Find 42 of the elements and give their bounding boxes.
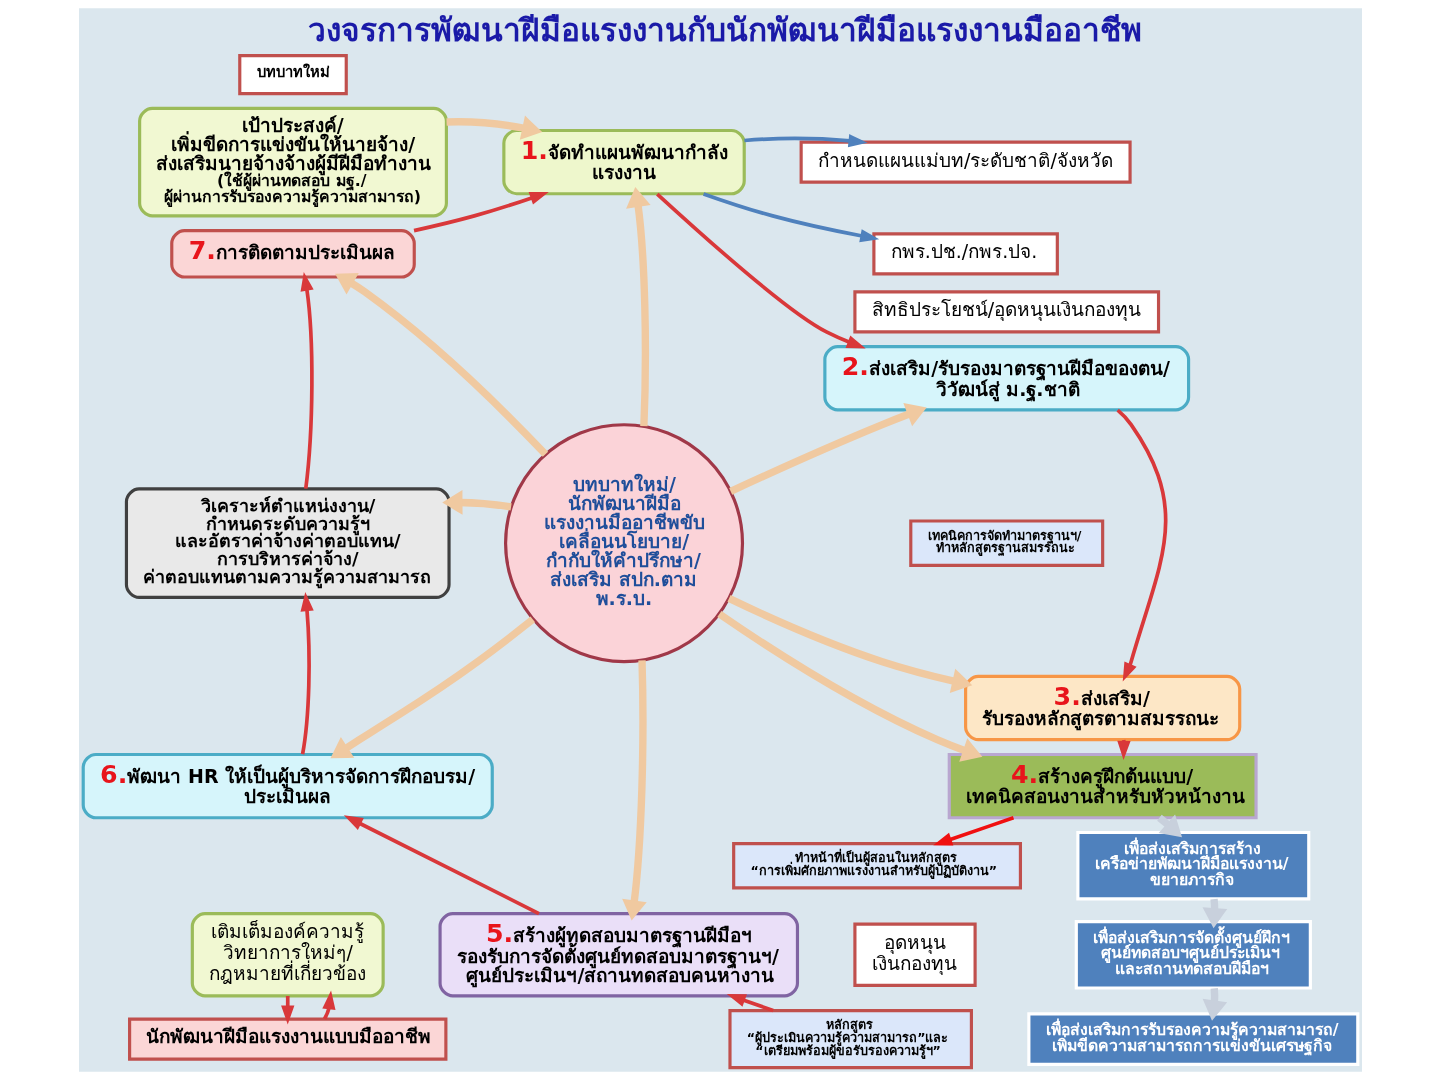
arrow [334,273,548,457]
node-box: 6.พัฒนา HR ให้เป็นผู้บริหารจัดการฝึกอบรม/ประเมินผล [81,752,494,820]
node-box: กพร.ปช./กพร.ปจ. [871,232,1059,276]
node-box: บทบาทใหม่ [237,54,348,96]
node-box: เป้าประสงค์/เพิ่มขีดการแข่งขันให้นายจ้าง/ส่งเสริมนายจ้างจ้างผู้มีฝีมือทำงาน (ใช้ผู้ผ่านทดสอบ มฐ./ผู้ผ่านการรับรองความรู้ความสามารถ) [137,106,448,218]
arrow [300,271,314,489]
node-box: เพื่อส่งเสริมการรับรองความรู้ความสามารถ/เพิ่มขีดความสามารถการแข่งขันเศรษฐกิจ [1026,1012,1359,1066]
node-box: วิเคราะห์ตำแหน่งงาน/กำหนดระดับความรู้ฯและอัตราค่าจ้างค่าตอบแทน/การบริหารค่าจ้าง/ค่าตอบแทนตามความรู้ความสามารถ [124,487,451,600]
node-box: นักพัฒนาฝีมือแรงงานแบบมืออาชีพ [127,1017,447,1061]
arrow [702,192,879,243]
arrow [726,595,972,693]
arrow [655,192,866,349]
node-box: 1.จัดทำแผนพัฒนากำลังแรงงาน [501,128,746,196]
node-box: เติมเต็มองค์ความรู้ วิทยาการใหม่ๆ/กฎหมายที่เกี่ยวข้อง [190,912,385,998]
node-box: เพื่อส่งเสริมการจัดตั้งศูนย์ฝึกฯศูนย์ทดสอบฯศูนย์ประเมินฯและสถานทดสอบฝีมือฯ [1074,919,1312,990]
node-box: เพื่อส่งเสริมการสร้างเครือข่ายพัฒนาฝีมือแรงงาน/ขยายภารกิจ [1075,830,1310,901]
node-box: กำหนดแผนแม่บท/ระดับชาติ/จังหวัด [799,140,1132,184]
arrow [743,134,867,148]
arrow [413,191,549,233]
arrow [343,815,540,916]
node-box: 4.สร้างครูฝึกต้นแบบ/เทคนิคสอนงานสำหรับหัวหน้างาน [947,752,1258,820]
arrow [726,994,774,1013]
arrow [300,592,314,755]
node-circle: บทบาทใหม่/นักพัฒนาฝีมือแรงงานมืออาชีพขับเคลื่อนนโยบาย/กำกับให้คำปรึกษา/ส่งเสริม สปก.ตาม พ.ร.บ. [503,423,744,664]
arrow [716,610,982,762]
arrow [932,816,1014,846]
diagram-title: วงจรการพัฒนาฝีมือแรงงานกับนักพัฒนาฝีมือแรงงานมืออาชีพ [307,11,1142,48]
node-box: เทคนิคการจัดทำมาตรฐานฯ/ทำหลักสูตรฐานสมรรถนะ [908,519,1104,567]
node-box: 2.ส่งเสริม/รับรองมาตรฐานฝีมือของตน/วิวัฒน์สู่ ม.ฐ.ชาติ [822,345,1190,412]
arrow [329,616,535,759]
arrow [441,490,512,515]
node-box: ทำหน้าที่เป็นผู้สอนในหลักสูตร “การเพิ่มศักยภาพแรงงานสำหรับผู้ปฏิบัติงาน” [731,841,1022,890]
arrow [621,660,647,921]
node-box: 7.การติดตามประเมินผล [169,229,416,279]
arrow [1115,408,1167,682]
node-box: 5.สร้างผู้ทดสอบมาตรฐานฝีมือฯรองรับการจัดตั้งศูนย์ทดสอบมาตรฐานฯ/ศูนย์ประเมินฯ/สถานทดสอบคนหางาน [438,912,799,998]
arrow [625,186,651,427]
arrow [728,402,927,495]
node-box: สิทธิประโยชน์/อุดหนุนเงินกองทุน [852,290,1160,334]
arrow [445,115,542,140]
node-box: อุดหนุนเงินกองทุน [852,922,977,987]
node-box: หลักสูตร “ผู้ประเมินความรู้ความสามารถ”และ “เตรียมพร้อมผู้ขอรับรองความรู้ฯ” [727,1009,973,1070]
